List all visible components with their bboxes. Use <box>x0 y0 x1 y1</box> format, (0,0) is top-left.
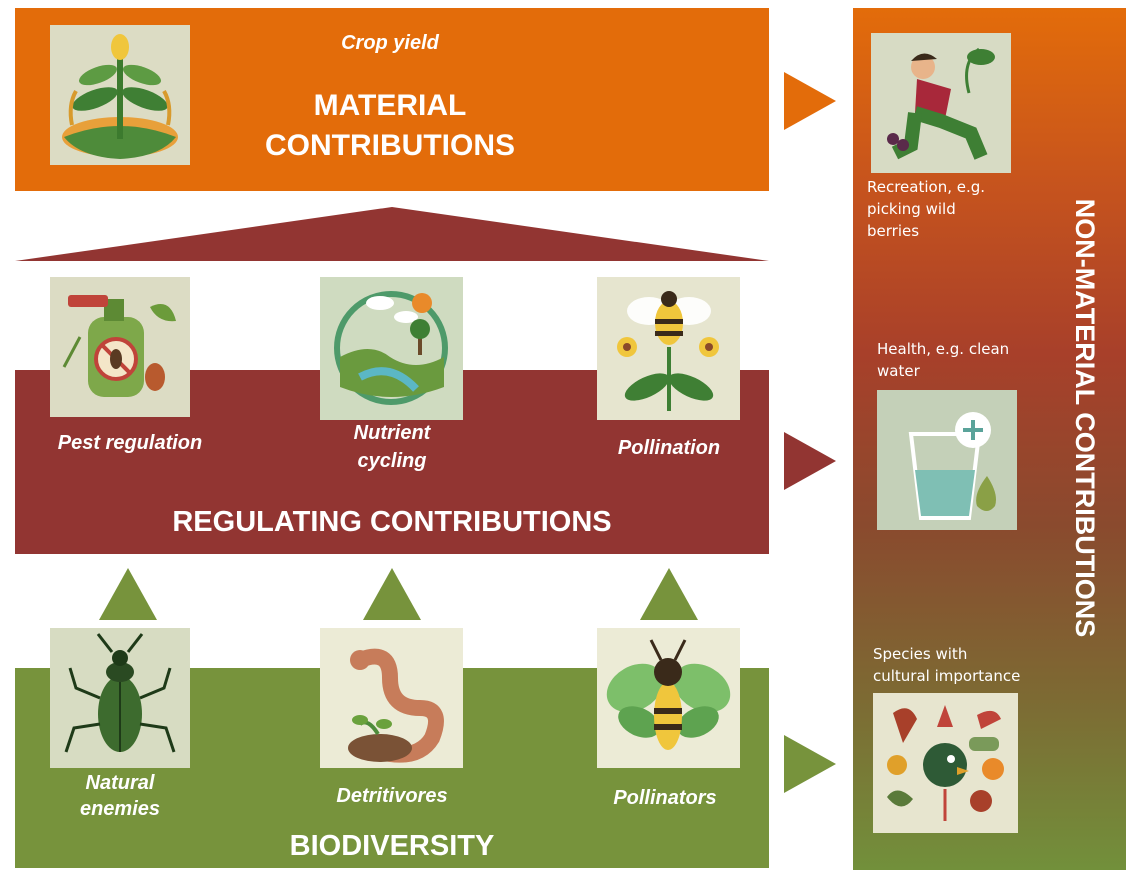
worm-icon <box>320 628 463 768</box>
regulating-title: REGULATING CONTRIBUTIONS <box>172 506 612 538</box>
nutrient-cycle-icon <box>320 277 463 420</box>
nutrient-cycling-label-line2: cycling <box>357 450 427 472</box>
bee-flower-icon <box>597 277 740 420</box>
cultural-species-label-line1: Species with <box>873 645 968 663</box>
natural-enemies-label-line2: enemies <box>79 798 161 820</box>
berry-picker-icon <box>871 33 1011 173</box>
biodiversity-to-nonmaterial-arrow <box>784 735 836 793</box>
health-label-line2: water <box>877 362 920 380</box>
health-label-line1: Health, e.g. clean <box>877 340 1010 358</box>
biodiversity-to-pest-arrow <box>99 568 157 620</box>
regulating-to-nonmaterial-arrow <box>784 432 836 490</box>
material-title-line2: CONTRIBUTIONS <box>265 129 515 162</box>
pest-spray-icon <box>50 277 190 417</box>
water-glass-icon <box>877 390 1017 530</box>
material-to-nonmaterial-arrow <box>784 72 836 130</box>
biodiversity-to-pollination-arrow <box>640 568 698 620</box>
biodiversity-title: BIODIVERSITY <box>289 830 495 862</box>
pollinators-label: Pollinators <box>613 787 717 809</box>
regulating-roof-triangle <box>15 207 769 261</box>
crop-plant-icon <box>50 25 190 165</box>
detritivores-label: Detritivores <box>336 785 448 807</box>
cultural-species-label-line2: cultural importance <box>873 667 1021 685</box>
bee-icon <box>597 628 740 768</box>
beetle-icon <box>50 628 190 768</box>
non-material-title: NON-MATERIAL CONTRIBUTIONS <box>1070 198 1100 638</box>
pollination-label: Pollination <box>617 437 721 459</box>
crop-yield-label: Crop yield <box>341 32 439 54</box>
recreation-label-line2: picking wild <box>867 200 956 218</box>
cultural-species-icon <box>873 693 1018 833</box>
recreation-label-line1: Recreation, e.g. <box>867 178 986 196</box>
material-title-line1: MATERIAL <box>313 89 467 122</box>
natural-enemies-label-line1: Natural <box>85 772 155 794</box>
biodiversity-to-nutrient-arrow <box>363 568 421 620</box>
nutrient-cycling-label-line1: Nutrient <box>353 422 431 444</box>
recreation-label-line3: berries <box>867 222 920 240</box>
pest-regulation-label: Pest regulation <box>57 432 203 454</box>
